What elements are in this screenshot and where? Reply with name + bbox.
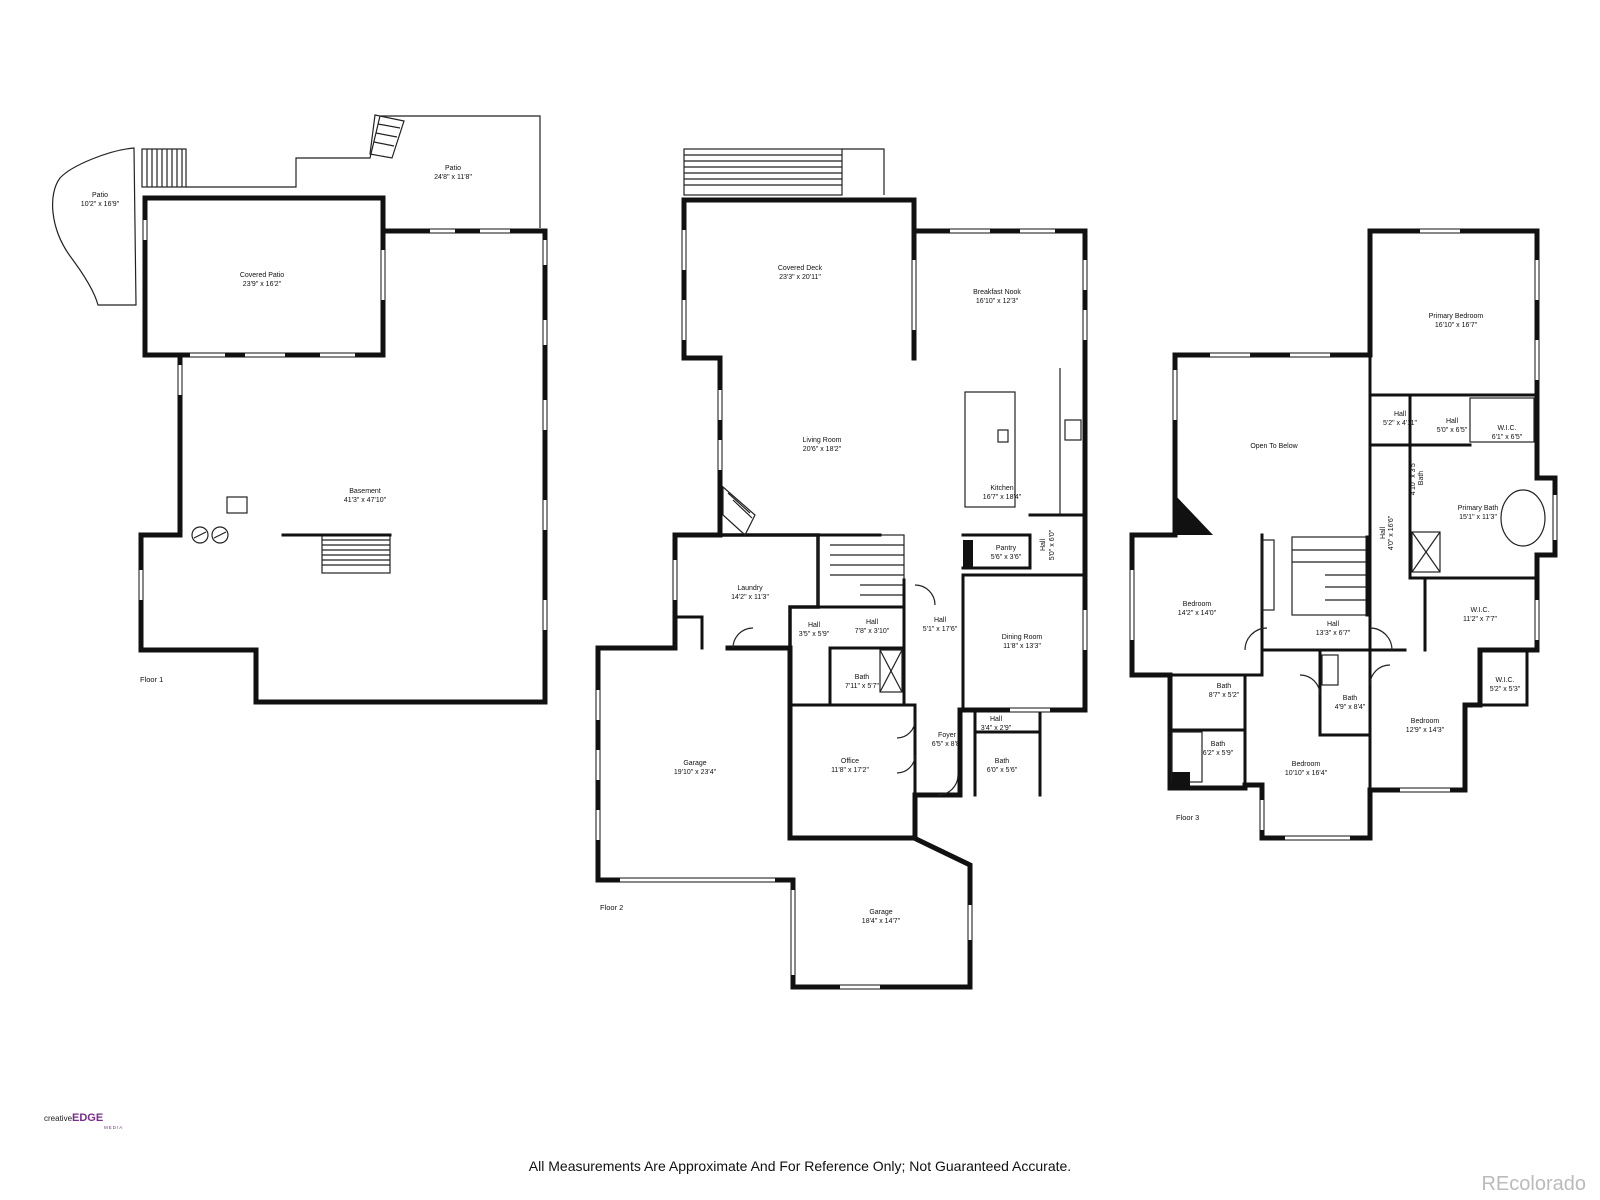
room-name: Hall <box>1380 527 1387 540</box>
room-dims: 23'3" x 20'11" <box>779 274 821 281</box>
room-dims: 4'0" x 16'6" <box>1388 515 1395 550</box>
room-dims: 10'2" x 16'9" <box>81 201 120 208</box>
room-name: Bath <box>1211 741 1226 748</box>
room-name: Hall <box>1446 418 1459 425</box>
room-dims: 11'8" x 13'3" <box>1003 643 1041 650</box>
room-dims: 15'1" x 11'3" <box>1459 514 1497 521</box>
room-name: Primary Bath <box>1458 505 1499 512</box>
room-name: Laundry <box>737 585 763 592</box>
room-name: Bath <box>1217 683 1232 690</box>
room-dims: 11'8" x 17'2" <box>831 767 869 774</box>
room-dims: 16'10" x 12'3" <box>976 298 1019 305</box>
room-dims: 19'10" x 23'4" <box>674 769 717 776</box>
room-name: Patio <box>445 165 461 172</box>
floor-label: Floor 3 <box>1176 813 1199 822</box>
room-dims: 6'2" x 5'9" <box>1203 750 1234 757</box>
room-name: Bath <box>1343 695 1358 702</box>
room-dims: 6'5" x 8'8" <box>932 741 963 748</box>
floor-label: Floor 2 <box>600 903 623 912</box>
room-name: Open To Below <box>1250 443 1298 450</box>
room-name: Hall <box>990 716 1003 723</box>
room-dims: 5'0" x 6'0" <box>1049 529 1056 560</box>
room-dims: 41'3" x 47'10" <box>344 497 387 504</box>
room-name: Living Room <box>803 437 842 444</box>
room-name: Hall <box>866 619 879 626</box>
room-name: Bath <box>1418 471 1425 486</box>
room-name: Pantry <box>996 545 1017 552</box>
room-dims: 14'2" x 11'3" <box>731 594 769 601</box>
room-labels: Patio 10'2" x 16'9" Patio 24'8" x 11'8" … <box>81 165 1523 925</box>
room-dims: 5'1" x 17'6" <box>923 626 958 633</box>
room-name: W.I.C. <box>1495 677 1514 684</box>
floor-label: Floor 1 <box>140 675 163 684</box>
room-name: Dining Room <box>1002 634 1043 641</box>
room-name: Bedroom <box>1292 761 1321 768</box>
room-name: Covered Patio <box>240 272 284 279</box>
room-dims: 24'8" x 11'8" <box>434 174 472 181</box>
room-dims: 7'11" x 5'7" <box>845 683 879 690</box>
floor-1-plan <box>51 114 548 705</box>
room-name: Patio <box>92 192 108 199</box>
room-dims: 4'10" x 3'5" <box>1410 460 1417 495</box>
logo-brand: EDGE <box>72 1112 104 1124</box>
room-name: Hall <box>1040 539 1047 552</box>
room-name: Covered Deck <box>778 265 823 272</box>
room-dims: 8'7" x 5'2" <box>1209 692 1240 699</box>
room-name: Basement <box>349 488 381 495</box>
room-name: W.I.C. <box>1470 607 1489 614</box>
room-dims: 6'0" x 5'6" <box>987 767 1018 774</box>
room-name: Office <box>841 758 859 765</box>
creative-edge-logo: creativeEDGE MEDIA <box>44 1112 122 1130</box>
room-dims: 16'10" x 16'7" <box>1435 322 1478 329</box>
room-dims: 5'6" x 3'6" <box>991 554 1022 561</box>
room-name: Hall <box>934 617 947 624</box>
room-name: Bedroom <box>1183 601 1212 608</box>
room-name: Hall <box>1327 621 1340 628</box>
room-dims: 6'1" x 6'5" <box>1492 434 1523 441</box>
room-dims: 4'9" x 8'4" <box>1335 704 1366 711</box>
room-dims: 20'6" x 18'2" <box>803 446 842 453</box>
room-name: Primary Bedroom <box>1429 313 1484 320</box>
room-dims: 14'2" x 14'0" <box>1178 610 1217 617</box>
room-name: W.I.C. <box>1497 425 1516 432</box>
room-name: Kitchen <box>990 485 1013 492</box>
room-dims: 7'8" x 3'10" <box>855 628 890 635</box>
room-name: Hall <box>1394 411 1407 418</box>
watermark: REcolorado <box>1481 1173 1586 1195</box>
room-dims: 3'5" x 5'9" <box>799 631 830 638</box>
room-name: Foyer <box>938 732 957 739</box>
room-name: Breakfast Nook <box>973 289 1021 296</box>
floor-3-plan <box>1129 228 1558 841</box>
room-name: Garage <box>683 760 706 767</box>
room-dims: 12'9" x 14'3" <box>1406 727 1445 734</box>
room-name: Garage <box>869 909 892 916</box>
room-dims: 13'3" x 6'7" <box>1316 630 1351 637</box>
room-dims: 16'7" x 18'4" <box>983 494 1022 501</box>
measurement-disclaimer: All Measurements Are Approximate And For… <box>528 1158 1072 1174</box>
room-dims: 5'2" x 5'3" <box>1490 686 1521 693</box>
room-name: Bath <box>855 674 870 681</box>
logo-suffix: MEDIA <box>104 1125 124 1130</box>
room-name: Bedroom <box>1411 718 1440 725</box>
room-dims: 5'2" x 4'11" <box>1383 420 1417 427</box>
room-dims: 23'9" x 16'2" <box>243 281 282 288</box>
room-dims: 5'0" x 6'5" <box>1437 427 1468 434</box>
floor-2-plan <box>595 148 1088 990</box>
room-name: Hall <box>808 622 821 629</box>
room-dims: 11'2" x 7'7" <box>1463 616 1497 623</box>
room-dims: 10'10" x 16'4" <box>1285 770 1328 777</box>
room-dims: 3'4" x 2'9" <box>981 725 1012 732</box>
logo-prefix: creative <box>44 1114 73 1123</box>
room-name: Bath <box>995 758 1010 765</box>
room-dims: 18'4" x 14'7" <box>862 918 901 925</box>
